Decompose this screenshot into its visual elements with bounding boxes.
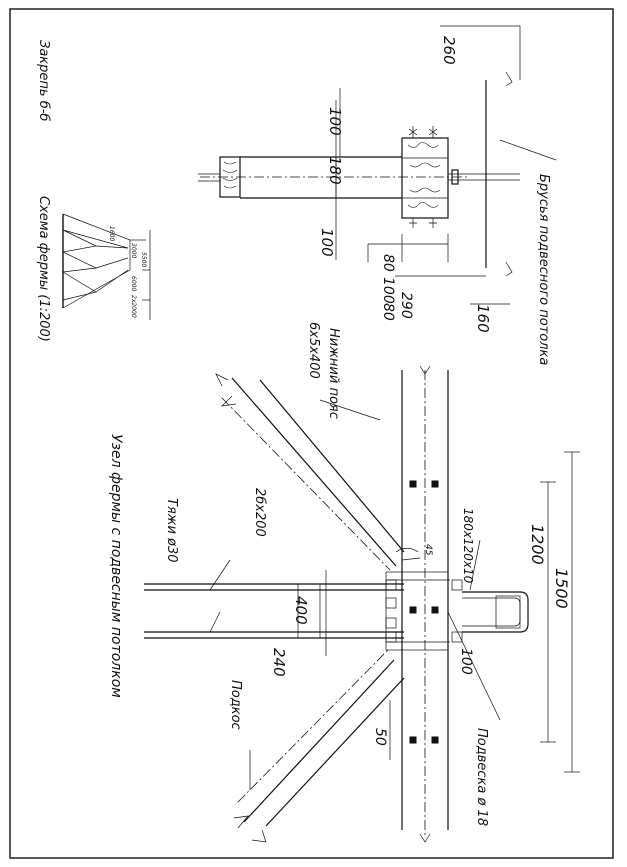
drawing-frame (9, 8, 614, 859)
detail-title: Закрепь б-б (36, 40, 51, 121)
dim-290: 290 (398, 292, 414, 319)
main-title: Узел фермы с подвесным потолком (108, 434, 124, 698)
truss-node (144, 365, 580, 843)
truss-scheme-title: Схема фермы (1:200) (36, 196, 51, 342)
dim-260: 260 (440, 36, 458, 65)
dim-50: 50 (372, 728, 388, 746)
dim-80-b: 80 (380, 303, 396, 321)
scheme-dim-2x2000: 2x2000 (130, 295, 137, 318)
dim-180: 180 (326, 156, 344, 185)
bolt-icon (408, 126, 438, 228)
dim-100-top: 100 (326, 107, 344, 136)
label-strut: Подкос (228, 680, 243, 730)
strut-lower (243, 659, 395, 823)
dim-100-main: 100 (458, 648, 474, 675)
label-section-a: 2бх200 (252, 488, 267, 537)
wood-grain-icon (222, 161, 238, 189)
dim-160: 160 (474, 304, 492, 333)
dim-240: 240 (270, 648, 288, 677)
scheme-dim-3000: 3000 (130, 243, 137, 258)
dim-45: 45 (423, 544, 433, 556)
caption-ceiling-beams: Брусья подвесного потолка (536, 174, 551, 365)
dim-400: 400 (292, 596, 310, 625)
truss-scheme (61, 213, 151, 320)
bolt-icon (409, 480, 439, 744)
hanger-loop (462, 591, 529, 633)
strut-upper (231, 377, 397, 567)
scheme-dim-6000: 6000 (130, 276, 137, 291)
label-washer: 180х120х10 (461, 508, 475, 584)
lower-chord-block (401, 137, 449, 219)
nut-icon (385, 579, 463, 643)
dim-100-bottom: 100 (318, 228, 336, 257)
label-tie-rods: Тяжи ø30 (164, 498, 179, 563)
label-hanger: Подвеска ø 18 (474, 728, 489, 826)
label-lower-chord: Нижний пояс (326, 328, 341, 419)
scheme-dim-1600: 1600 (108, 226, 115, 241)
dim-1500: 1500 (552, 568, 571, 609)
section-detail (198, 25, 557, 305)
dim-100-c: 100 (380, 277, 396, 304)
label-section-b: 6х5х400 (306, 322, 321, 379)
dim-80-a: 80 (380, 254, 396, 272)
scheme-dim-5500: 5500 (140, 252, 147, 267)
dim-1200: 1200 (528, 524, 547, 565)
